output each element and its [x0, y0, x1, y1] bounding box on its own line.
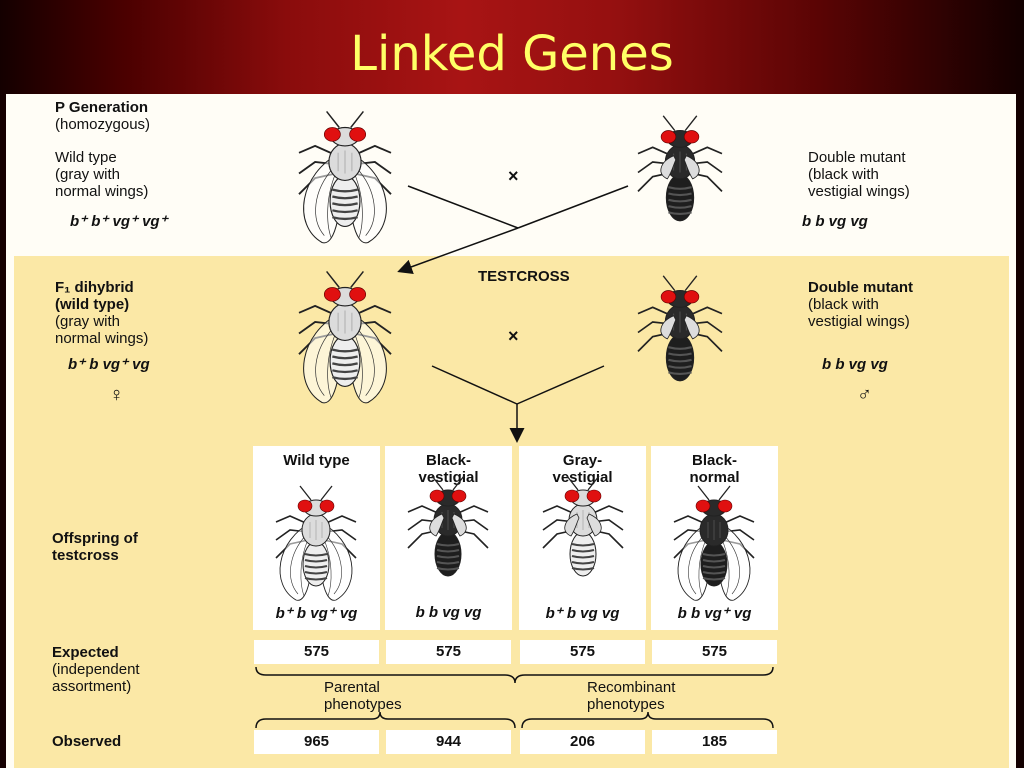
p-generation-heading: P Generation: [55, 99, 149, 116]
observed-value: 185: [652, 730, 777, 754]
p-left-line: [407, 185, 519, 229]
p-wild-genotype: b⁺ b⁺ vg⁺ vg⁺: [70, 213, 168, 230]
double-mutant-label-2: (black with: [808, 166, 879, 183]
expected-label-2: (independent: [52, 661, 140, 678]
f1-left-line: [431, 365, 518, 405]
fruit-fly-6: [407, 475, 489, 577]
expected-value: 575: [254, 640, 379, 664]
recombinant-label-2: phenotypes: [587, 696, 665, 713]
observed-value: 206: [520, 730, 645, 754]
slide-title: Linked Genes: [350, 26, 674, 82]
expected-value: 575: [652, 640, 777, 664]
wild-type-label-2: (gray with: [55, 166, 121, 183]
recombinant-label-1: Recombinant: [587, 679, 676, 696]
fruit-fly-8: [673, 485, 755, 601]
column-genotype: b⁺ b vg vg: [545, 605, 620, 622]
double-mutant-label-1: Double mutant: [808, 149, 906, 166]
offspring-label-1: Offspring of: [52, 530, 138, 547]
double-mutant-label-3: vestigial wings): [808, 183, 910, 200]
fruit-fly-7: [542, 475, 624, 577]
f1-heading-1: F₁ dihybrid: [55, 279, 134, 296]
f1-mutant-sub-1: (black with: [808, 296, 879, 313]
p-right-line: [517, 185, 629, 229]
recombinant-brace: [521, 711, 774, 729]
parental-label-1: Parental: [324, 679, 380, 696]
expected-value: 575: [520, 640, 645, 664]
p-generation-sub: (homozygous): [55, 116, 151, 133]
fruit-fly-3: [298, 270, 392, 404]
fruit-fly-5: [275, 485, 357, 601]
p-mutant-genotype: b b vg vg: [802, 213, 868, 230]
f1-genotype: b⁺ b vg⁺ vg: [68, 356, 150, 373]
fruit-fly-2: [637, 115, 723, 222]
column-genotype: b b vg vg: [415, 604, 482, 621]
parental-brace: [255, 711, 516, 729]
testcross-label: TESTCROSS: [478, 268, 570, 285]
f1-heading-2: (wild type): [55, 296, 130, 313]
expected-brace: [255, 666, 774, 684]
column-header: Black- normal: [689, 452, 740, 486]
f1-sub-2: normal wings): [55, 330, 149, 347]
f1-cross-symbol: ×: [508, 326, 519, 346]
column-header: Wild type: [283, 452, 350, 469]
f1-mutant-heading: Double mutant: [808, 279, 913, 296]
wild-type-label-3: normal wings): [55, 183, 149, 200]
male-symbol: ♂: [857, 384, 872, 406]
parental-label-2: phenotypes: [324, 696, 402, 713]
f1-sub-1: (gray with: [55, 313, 121, 330]
observed-label: Observed: [52, 733, 122, 750]
expected-label-1: Expected: [52, 644, 119, 661]
column-genotype: b b vg⁺ vg: [677, 605, 752, 622]
observed-value: 944: [386, 730, 511, 754]
observed-value: 965: [254, 730, 379, 754]
column-genotype: b⁺ b vg⁺ vg: [275, 605, 358, 622]
column-header: Gray- vestigial: [552, 452, 613, 486]
expected-label-3: assortment): [52, 678, 132, 695]
to-f1-arrow: [397, 227, 519, 274]
offspring-label-2: testcross: [52, 547, 119, 564]
column-header: Black- vestigial: [418, 452, 479, 486]
fruit-fly-4: [637, 275, 723, 382]
expected-value: 575: [386, 640, 511, 664]
f1-right-line: [516, 365, 605, 405]
fruit-fly-1: [298, 110, 392, 244]
wild-type-label-1: Wild type: [55, 149, 117, 166]
f1-mutant-sub-2: vestigial wings): [808, 313, 910, 330]
f1-mutant-genotype: b b vg vg: [822, 356, 888, 373]
p-cross-symbol: ×: [508, 166, 519, 186]
female-symbol: ♀: [109, 384, 124, 406]
